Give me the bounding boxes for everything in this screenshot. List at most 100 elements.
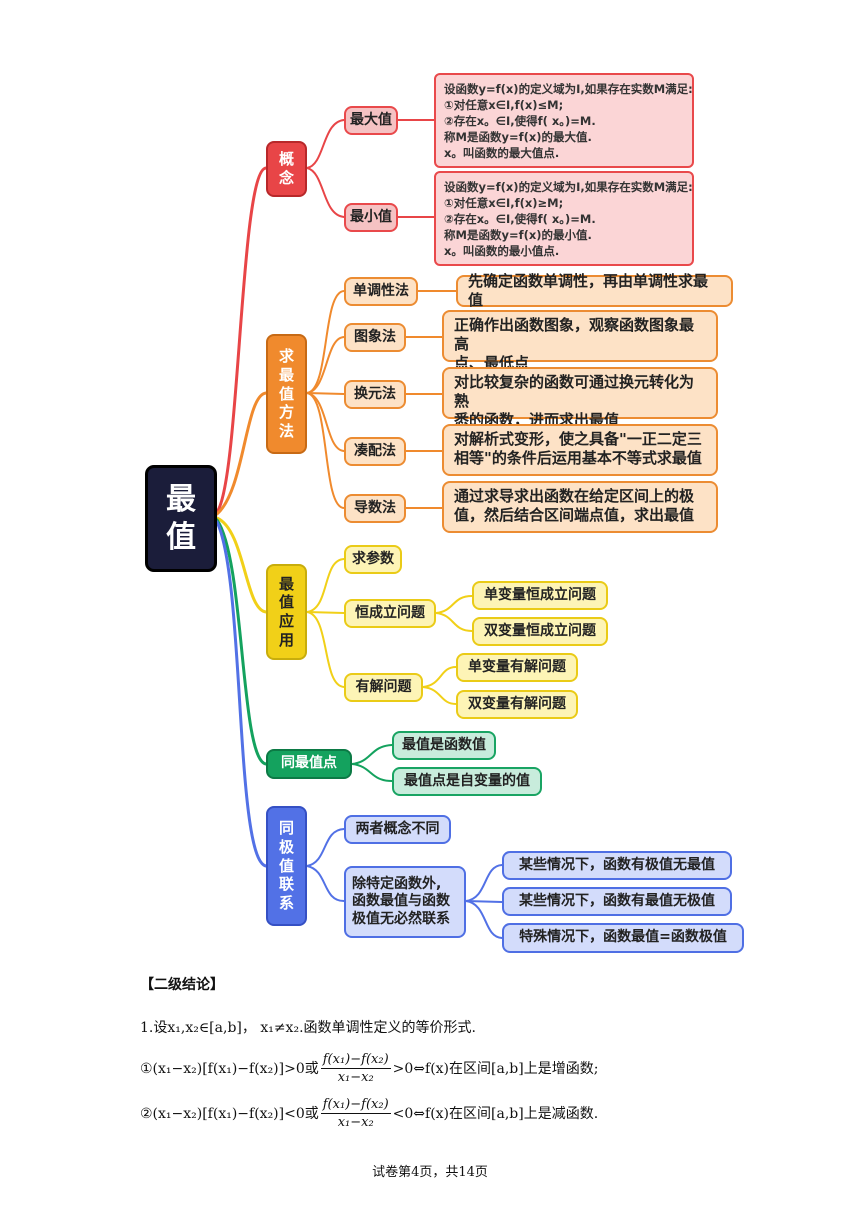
applications-char: 应 (278, 612, 294, 630)
method-desc-line: 先确定函数单调性，再由单调性求最值 (468, 272, 709, 309)
different-concepts-node: 两者概念不同 (344, 815, 451, 844)
method-substitution-node: 换元法 (344, 380, 406, 409)
different-concepts-label: 两者概念不同 (355, 820, 440, 837)
extreme-relation-node: 同 极 值 联 系 (266, 806, 307, 926)
applications-char: 最 (278, 574, 294, 593)
find-parameter-label: 求参数 (352, 550, 394, 567)
value-is-function-value-node: 最值是函数值 (392, 731, 496, 760)
min-def-line: 称M是函数y=f(x)的最小值. (444, 228, 592, 242)
max-def-line: ②存在x。∈I,使得f( x。)=M. (444, 114, 596, 128)
always-holds-label: 恒成立问题 (355, 604, 425, 621)
methods-char: 值 (278, 384, 294, 403)
method-desc-line: 通过求导求出函数在给定区间上的极 (454, 487, 695, 505)
line2-numerator: f(x₁)−f(x₂) (320, 1051, 391, 1069)
point-is-variable-node: 最值点是自变量的值 (392, 767, 542, 796)
double-var-solvable-node: 双变量有解问题 (456, 690, 578, 719)
method-monotonic-node: 单调性法 (344, 277, 418, 306)
line2-fraction: f(x₁)−f(x₂) x₁−x₂ (320, 1051, 391, 1086)
extreme-char: 联 (278, 875, 294, 894)
case-label: 某些情况下，函数有极值无最值 (519, 856, 715, 873)
methods-char: 法 (278, 422, 294, 441)
max-def-line: x。叫函数的最大值点. (444, 146, 560, 160)
concept-label: 概念 (279, 150, 294, 188)
root-node: 最值 (145, 465, 217, 572)
line2-tail: >0⇔f(x)在区间[a,b]上是增函数; (392, 1061, 599, 1077)
method-graph-desc: 正确作出函数图象，观察函数图象最高 点、最低点 (442, 310, 718, 372)
max-def-line: ①对任意x∈I,f(x)≤M; (444, 98, 564, 112)
method-desc-line: 对解析式变形，使之具备"一正二定三 (454, 430, 702, 448)
single-var-always-label: 单变量恒成立问题 (484, 586, 596, 603)
case-label: 特殊情况下，函数最值=函数极值 (519, 929, 727, 946)
no-relation-line: 除特定函数外, (352, 875, 442, 892)
applications-char: 用 (278, 630, 294, 649)
extreme-char: 系 (278, 894, 294, 913)
method-name: 凑配法 (354, 442, 396, 459)
min-value-label: 最小值 (350, 208, 392, 225)
methods-char: 求 (278, 347, 294, 366)
method-desc-line: 对比较复杂的函数可通过换元转化为熟 (454, 373, 695, 410)
concept-node: 概念 (266, 141, 307, 197)
single-var-solvable-node: 单变量有解问题 (456, 653, 578, 682)
method-desc-line: 正确作出函数图象，观察函数图象最高 (454, 316, 695, 353)
method-derivative-desc: 通过求导求出函数在给定区间上的极 值，然后结合区间端点值，求出最值 (442, 481, 718, 533)
min-def-line: ②存在x。∈I,使得f( x。)=M. (444, 212, 596, 226)
solvable-node: 有解问题 (344, 673, 423, 702)
concept-char: 念 (278, 169, 294, 187)
same-point-label: 同最值点 (281, 755, 337, 772)
root-char: 最 (166, 482, 196, 517)
double-var-always-label: 双变量恒成立问题 (484, 622, 596, 639)
case-label: 某些情况下，函数有最值无极值 (519, 892, 715, 909)
case-max-no-extreme-node: 某些情况下，函数有最值无极值 (502, 887, 732, 916)
conclusion-line-2: ①(x₁−x₂)[f(x₁)−f(x₂)]>0或 f(x₁)−f(x₂) x₁−… (140, 1048, 598, 1088)
max-value-label: 最大值 (350, 111, 392, 128)
line3-numerator: f(x₁)−f(x₂) (320, 1096, 391, 1114)
single-var-always-node: 单变量恒成立问题 (472, 581, 608, 610)
value-is-function-value-label: 最值是函数值 (402, 736, 486, 753)
line2-denominator: x₁−x₂ (337, 1069, 374, 1085)
methods-char: 方 (278, 403, 294, 422)
concept-char: 概 (278, 150, 294, 169)
conclusion-heading: 【二级结论】 (140, 977, 224, 993)
method-name: 换元法 (354, 385, 396, 402)
double-var-always-node: 双变量恒成立问题 (472, 617, 608, 646)
page-footer: 试卷第4页，共14页 (372, 1165, 488, 1180)
max-definition: 设函数y=f(x)的定义域为I,如果存在实数M满足: ①对任意x∈I,f(x)≤… (434, 73, 694, 168)
min-def-line: x。叫函数的最小值点. (444, 244, 560, 258)
method-name: 图象法 (354, 328, 396, 345)
max-def-line: 设函数y=f(x)的定义域为I,如果存在实数M满足: (444, 82, 693, 96)
method-matching-node: 凑配法 (344, 437, 406, 466)
min-def-line: 设函数y=f(x)的定义域为I,如果存在实数M满足: (444, 180, 693, 194)
method-desc-line: 值，然后结合区间端点值，求出最值 (454, 505, 695, 524)
method-derivative-node: 导数法 (344, 494, 406, 523)
extreme-char: 值 (278, 856, 294, 875)
method-desc-line: 相等"的条件后运用基本不等式求最值 (454, 448, 702, 467)
extreme-char: 极 (278, 837, 294, 856)
case-extreme-no-max-node: 某些情况下，函数有极值无最值 (502, 851, 732, 880)
method-graph-node: 图象法 (344, 323, 406, 352)
always-holds-node: 恒成立问题 (344, 599, 436, 628)
double-var-solvable-label: 双变量有解问题 (468, 695, 566, 712)
methods-node: 求 最 值 方 法 (266, 334, 307, 454)
point-is-variable-label: 最值点是自变量的值 (404, 772, 530, 789)
method-monotonic-desc: 先确定函数单调性，再由单调性求最值 (456, 272, 733, 309)
no-relation-node: 除特定函数外, 函数最值与函数 极值无必然联系 (344, 866, 466, 938)
root-label: 最值 (166, 481, 196, 556)
solvable-label: 有解问题 (355, 678, 412, 695)
extreme-char: 同 (278, 819, 294, 838)
min-def-line: ①对任意x∈I,f(x)≥M; (444, 196, 564, 210)
conclusion-line-3: ②(x₁−x₂)[f(x₁)−f(x₂)]<0或 f(x₁)−f(x₂) x₁−… (140, 1093, 598, 1133)
case-equal-node: 特殊情况下，函数最值=函数极值 (502, 923, 744, 953)
line3-fraction: f(x₁)−f(x₂) x₁−x₂ (320, 1096, 391, 1131)
min-value-node: 最小值 (344, 203, 398, 232)
min-definition: 设函数y=f(x)的定义域为I,如果存在实数M满足: ①对任意x∈I,f(x)≥… (434, 171, 694, 266)
no-relation-line: 函数最值与函数 (352, 893, 450, 910)
find-parameter-node: 求参数 (344, 545, 402, 574)
line3-tail: <0⇔f(x)在区间[a,b]上是减函数. (392, 1106, 599, 1122)
methods-char: 最 (278, 365, 294, 384)
applications-char: 值 (278, 593, 294, 612)
same-point-node: 同最值点 (266, 749, 352, 779)
no-relation-line: 极值无必然联系 (352, 910, 450, 927)
applications-node: 最 值 应 用 (266, 564, 307, 660)
conclusion-line-1: 1.设x₁,x₂∈[a,b]， x₁≠x₂.函数单调性定义的等价形式. (140, 1020, 476, 1036)
line2-lead: ①(x₁−x₂)[f(x₁)−f(x₂)]>0或 (140, 1061, 319, 1077)
